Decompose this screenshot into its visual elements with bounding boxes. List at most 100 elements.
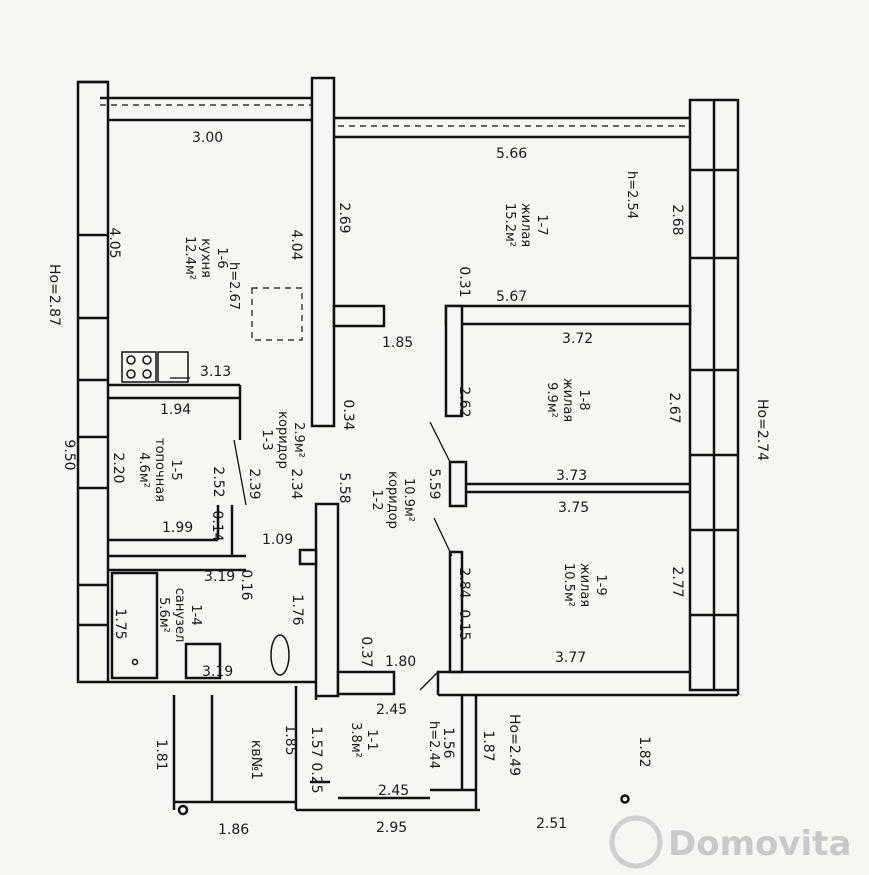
dim-1-80: 1.80 [385, 654, 416, 670]
room-kitchen: 1-6 кухня 12.4м² h=2.67 [182, 236, 241, 310]
dim-2-77: 2.77 [669, 566, 685, 597]
dim-5-59: 5.59 [426, 468, 442, 499]
dim-2-69: 2.69 [336, 202, 352, 233]
dim-1-87: 1.87 [480, 730, 496, 761]
room-area: 9.9м² [544, 382, 559, 418]
dim-0-34: 0.34 [340, 399, 356, 430]
watermark: Domovita [609, 815, 851, 869]
dim-1-99: 1.99 [162, 520, 193, 536]
dim-3-73: 3.73 [556, 468, 587, 484]
dim-0-15: 0.15 [456, 609, 472, 640]
dim-2-68: 2.68 [669, 204, 685, 235]
dim-1-75: 1.75 [112, 608, 128, 639]
room-code: 1-7 [534, 214, 549, 235]
dim-1-09: 1.09 [262, 532, 293, 548]
room-name: жилая [577, 563, 592, 607]
dim-3-72: 3.72 [562, 331, 593, 347]
room-corridor-1-2: 1-2 коридор 10.9м² [369, 471, 416, 529]
room-name: коридор [385, 471, 400, 529]
room-name: топочная [152, 438, 167, 502]
watermark-logo-icon [609, 815, 663, 869]
dim-3-19-b: 3.19 [202, 664, 233, 680]
room-code: 1-5 [168, 459, 183, 480]
room-name: жилая [518, 203, 533, 247]
dim-1-86: 1.86 [218, 822, 249, 838]
apartment-number: кв№1 [248, 740, 264, 780]
room-name: жилая [560, 378, 575, 422]
dim-3-77: 3.77 [555, 650, 586, 666]
room-code: 1-9 [593, 574, 608, 595]
dim-0-14: 0.14 [209, 510, 225, 541]
dim-3-75: 3.75 [558, 500, 589, 516]
watermark-text: Domovita [668, 824, 851, 864]
room-height-1-1: h=2.44 [426, 721, 441, 769]
hidden-lines [100, 104, 690, 341]
dim-1-56: 1.56 [440, 727, 456, 758]
room-area: 2.9м² [291, 422, 306, 458]
walls [76, 76, 740, 816]
dim-1-57: 1.57 [308, 726, 324, 757]
dim-0-31: 0.31 [456, 266, 472, 297]
dim-1-82: 1.82 [636, 736, 652, 767]
room-entry-1-1: 1-1 3.8м² [348, 722, 379, 758]
room-code: 1-4 [188, 604, 203, 625]
dim-0-37: 0.37 [358, 636, 374, 667]
room-code: 1-8 [576, 389, 591, 410]
room-area: 15.2м² [502, 203, 517, 247]
dim-1-85-b: 1.85 [282, 724, 298, 755]
dim-0-25: 0.25 [308, 762, 324, 793]
dim-1-94: 1.94 [160, 402, 191, 418]
dim-2-67: 2.67 [666, 392, 682, 423]
room-living-1-7: 1-7 жилая 15.2м² [502, 203, 549, 247]
dimensions: 3.00 5.66 2.69 4.04 4.05 2.68 0.31 5.67 … [106, 130, 685, 838]
room-living-1-8: 1-8 жилая 9.9м² [544, 378, 591, 422]
room-corridor-1-3: 1-3 коридор 2.9м² [259, 411, 306, 469]
room-area: 5.6м² [156, 597, 171, 633]
room-name: кухня [198, 238, 213, 278]
dim-2-95: 2.95 [376, 820, 407, 836]
dim-1-81: 1.81 [153, 739, 169, 770]
dim-1-76: 1.76 [289, 594, 305, 625]
dim-5-67: 5.67 [496, 289, 527, 305]
dim-5-58: 5.58 [336, 472, 352, 503]
room-name: санузел [172, 588, 187, 643]
room-code: 1-6 [214, 247, 229, 268]
dim-4-05: 4.05 [106, 227, 122, 258]
room-code: 1-3 [259, 429, 274, 450]
dim-2-45-b: 2.45 [378, 783, 409, 799]
total-length-left: 9.50 [61, 439, 77, 470]
dim-2-20: 2.20 [110, 452, 126, 483]
stove-icon [121, 351, 189, 383]
dim-2-52: 2.52 [210, 466, 226, 497]
dim-2-51: 2.51 [536, 816, 567, 832]
outer-height-left: Ho=2.87 [46, 264, 62, 326]
dim-2-62: 2.62 [456, 386, 472, 417]
dim-3-13: 3.13 [200, 364, 231, 380]
room-height-1-7: h=2.54 [624, 171, 639, 219]
dim-0-16: 0.16 [238, 569, 254, 600]
dim-2-45-a: 2.45 [376, 702, 407, 718]
dim-4-04: 4.04 [288, 229, 304, 260]
room-bathroom-1-4: 1-4 санузел 5.6м² [156, 588, 203, 643]
dim-1-85-a: 1.85 [382, 335, 413, 351]
room-name: коридор [275, 411, 290, 469]
dim-3-19-a: 3.19 [204, 569, 235, 585]
dim-3-00: 3.00 [192, 130, 223, 146]
dim-2-34: 2.34 [288, 468, 304, 499]
dim-2-39: 2.39 [246, 468, 262, 499]
room-area: 3.8м² [348, 722, 363, 758]
room-code: 1-2 [369, 489, 384, 510]
outer-height-right: Ho=2.74 [754, 399, 770, 461]
room-area: 4.6м² [136, 452, 151, 488]
room-area: 10.5м² [561, 563, 576, 607]
room-area: 10.9м² [401, 478, 416, 522]
door-swings [170, 377, 453, 691]
dim-5-66: 5.66 [496, 146, 527, 162]
outer-height-entry: Ho=2.49 [506, 714, 522, 776]
room-height: h=2.67 [226, 262, 241, 310]
room-furnace-1-5: 1-5 топочная 4.6м² [136, 438, 183, 502]
room-code: 1-1 [364, 729, 379, 750]
room-area: 12.4м² [182, 236, 197, 280]
dim-2-84: 2.84 [456, 567, 472, 598]
